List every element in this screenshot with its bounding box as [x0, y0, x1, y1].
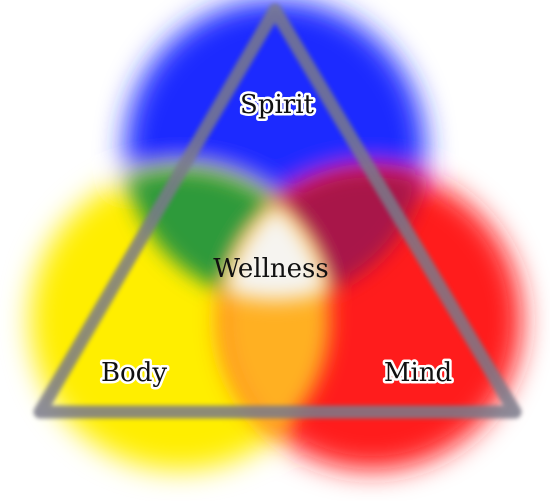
body-label-group: Body Body [98, 356, 169, 391]
spirit-label-group: Spirit Spirit [238, 88, 318, 123]
center-overlap [222, 170, 330, 300]
wellness-label: Wellness [213, 254, 328, 284]
spirit-label: Spirit [240, 90, 315, 120]
wellness-label-group: Wellness [213, 254, 328, 284]
triangle-outline [33, 3, 522, 419]
mind-label: Mind [384, 358, 452, 388]
mind-label-group: Mind Mind [381, 356, 454, 391]
spirit-label-outline: Spirit [240, 90, 315, 120]
center-layer [222, 170, 330, 300]
body-label: Body [101, 358, 167, 388]
mind-label-outline: Mind [384, 358, 452, 388]
body-label-outline: Body [101, 358, 167, 388]
